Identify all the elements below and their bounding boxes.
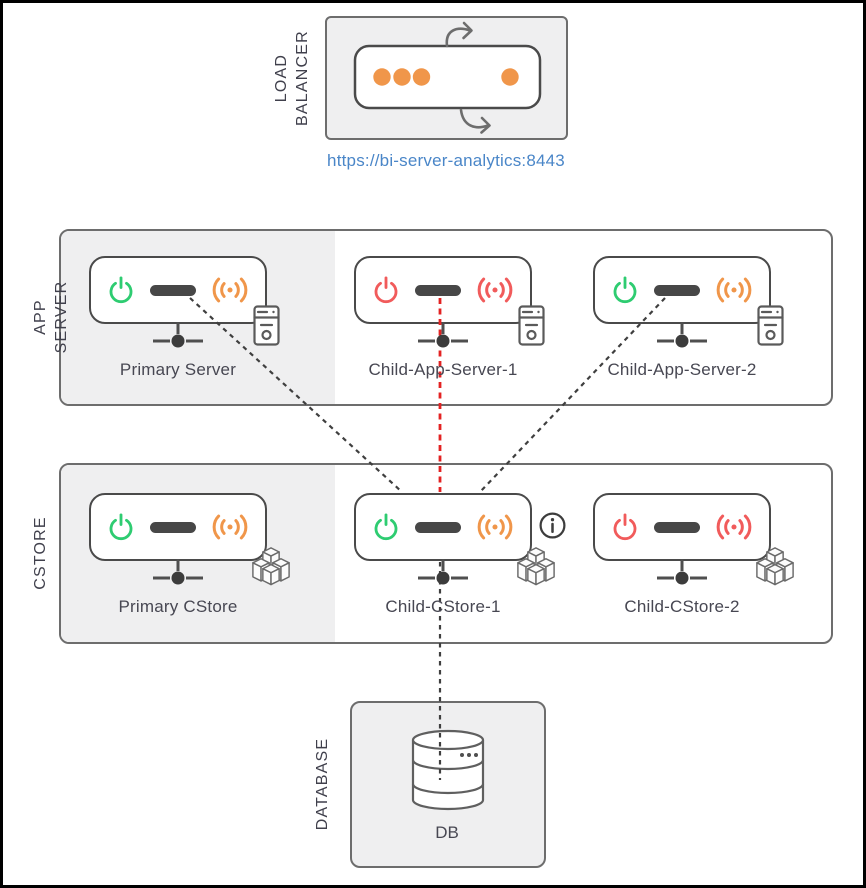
status-bar (415, 521, 461, 533)
info-icon[interactable] (538, 511, 567, 540)
status-bar (150, 521, 196, 533)
node-label: Primary Server (119, 360, 237, 379)
server-tower-icon (518, 305, 545, 346)
signal-icon (475, 276, 515, 304)
power-icon (106, 275, 136, 305)
load-balancer-url-link[interactable]: https://bi-server-analytics:8443 (327, 151, 565, 170)
child-cstore-2-box[interactable] (593, 493, 771, 561)
node-label: Child-CStore-2 (624, 597, 740, 616)
db-label: DB (435, 823, 459, 842)
packages-icon (252, 546, 290, 586)
power-icon (106, 512, 136, 542)
node-label: Child-App-Server-1 (368, 360, 518, 379)
primary-server-box[interactable] (89, 256, 267, 324)
node-child-cstore-1: Child-CStore-1 (354, 493, 566, 616)
power-icon (371, 275, 401, 305)
power-icon (610, 275, 640, 305)
app-server-section-label: APP SERVER (32, 280, 70, 354)
status-bar (415, 284, 461, 296)
status-bar (654, 284, 700, 296)
cstore-section-label: CSTORE (32, 516, 49, 590)
power-icon (610, 512, 640, 542)
status-bar (654, 521, 700, 533)
child-cstore-1-box[interactable] (354, 493, 532, 561)
database-cylinder-icon[interactable] (410, 729, 486, 813)
database-section-label: DATABASE (314, 737, 331, 831)
node-primary-cstore: Primary CStore (89, 493, 290, 616)
server-tower-icon (253, 305, 280, 346)
signal-icon (714, 513, 754, 541)
network-icon (415, 322, 471, 356)
signal-icon (210, 276, 250, 304)
network-icon (654, 322, 710, 356)
server-tower-icon (757, 305, 784, 346)
node-primary-server: Primary Server (89, 256, 280, 379)
network-icon (654, 559, 710, 593)
node-child-cstore-2: Child-CStore-2 (593, 493, 794, 616)
signal-icon (714, 276, 754, 304)
node-label: Child-App-Server-2 (607, 360, 757, 379)
primary-cstore-box[interactable] (89, 493, 267, 561)
database-container (350, 701, 546, 868)
node-child-app-server-2: Child-App-Server-2 (593, 256, 784, 379)
node-child-app-server-1: Child-App-Server-1 (354, 256, 545, 379)
network-icon (150, 559, 206, 593)
node-label: Primary CStore (118, 597, 238, 616)
signal-icon (210, 513, 250, 541)
packages-icon (517, 546, 555, 586)
child-app-server-2-box[interactable] (593, 256, 771, 324)
network-icon (415, 559, 471, 593)
child-app-server-1-box[interactable] (354, 256, 532, 324)
node-label: Child-CStore-1 (385, 597, 501, 616)
power-icon (371, 512, 401, 542)
network-icon (150, 322, 206, 356)
signal-icon (475, 513, 515, 541)
status-bar (150, 284, 196, 296)
packages-icon (756, 546, 794, 586)
load-balancer-section-label: LOAD BALANCER (273, 30, 311, 126)
load-balancer-icon[interactable] (333, 18, 545, 143)
